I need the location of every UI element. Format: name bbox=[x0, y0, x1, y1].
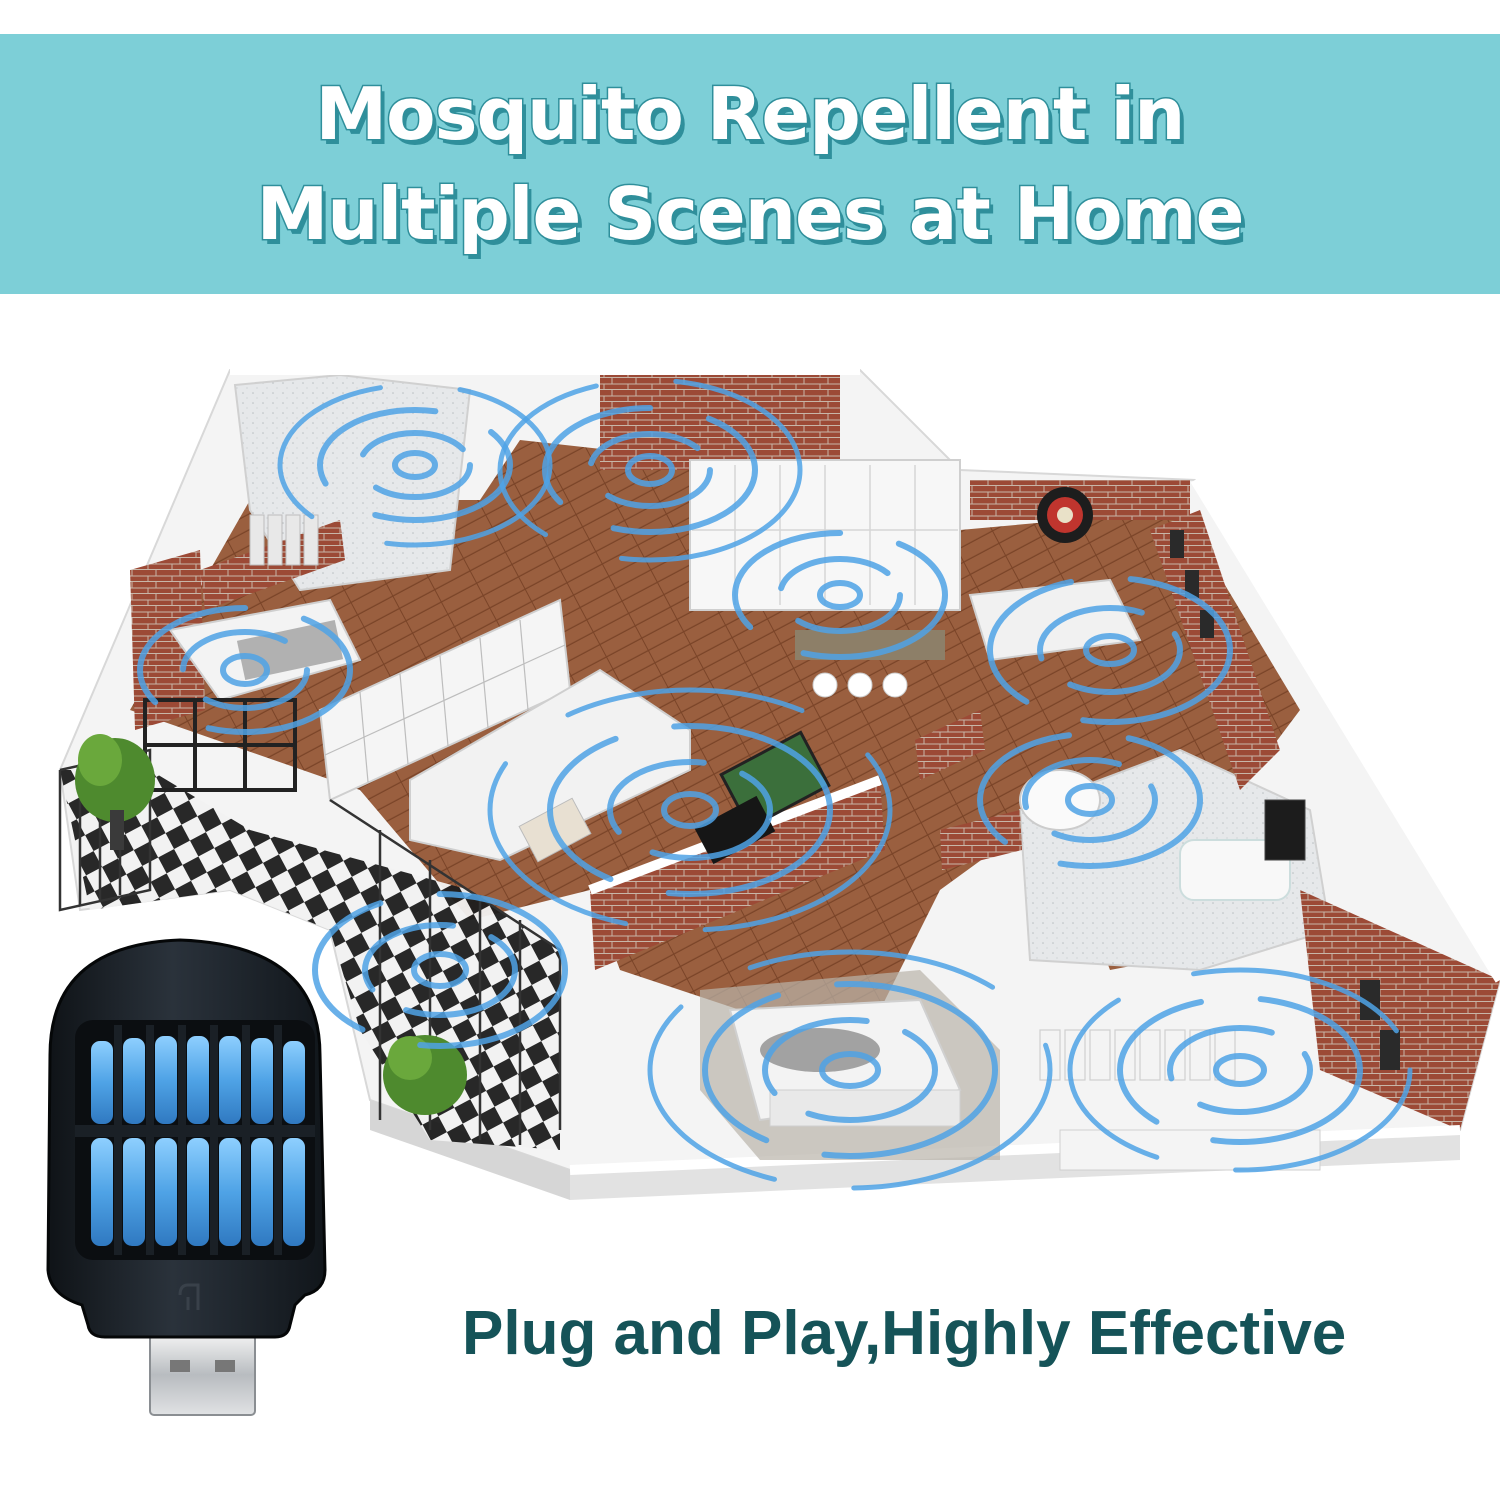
usb-repellent-device bbox=[46, 938, 327, 1416]
headline-line-2: Multiple Scenes at Home bbox=[255, 171, 1246, 258]
headline-line-1: Mosquito Repellent in bbox=[314, 71, 1187, 158]
title-banner bbox=[0, 34, 1500, 294]
floor-plan-illustration bbox=[58, 365, 1500, 1200]
wave-group bbox=[137, 377, 1413, 1191]
tagline: Plug and Play,Highly Effective bbox=[462, 1299, 1347, 1368]
plant-left bbox=[75, 734, 155, 850]
